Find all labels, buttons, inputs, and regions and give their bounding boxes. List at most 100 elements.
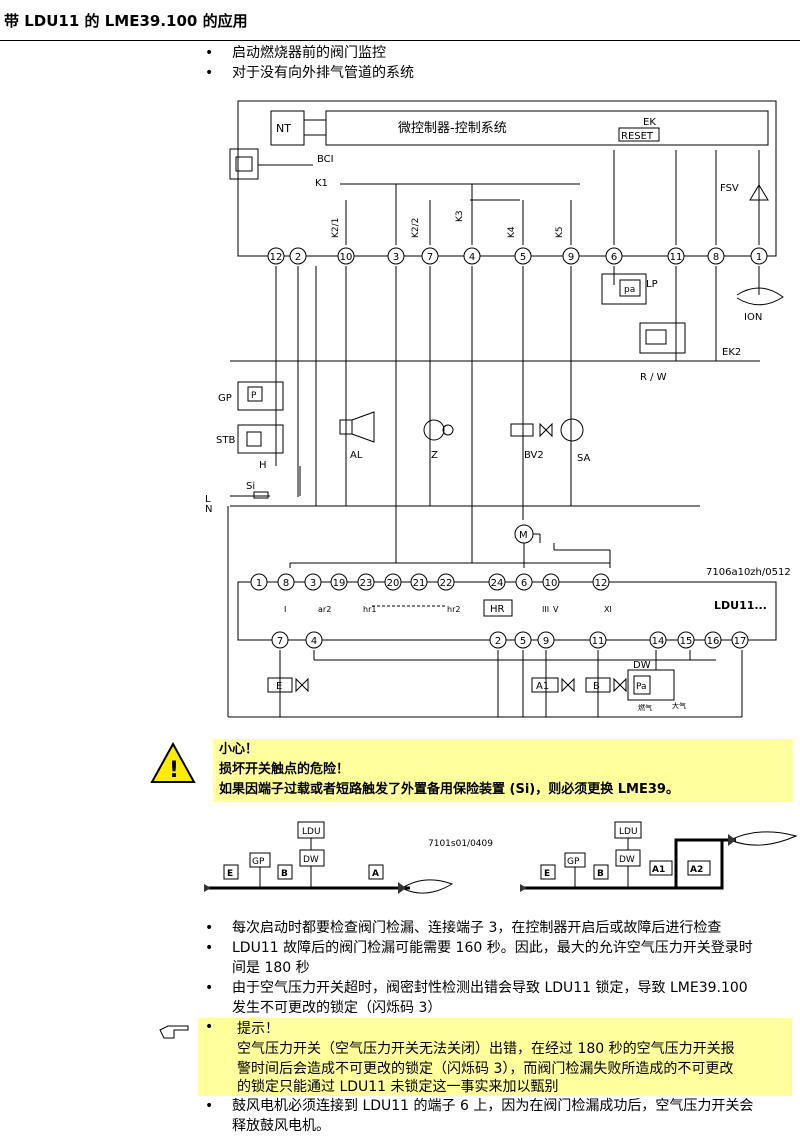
gp-box — [237, 381, 284, 411]
hr-label: HR — [490, 604, 505, 615]
ek2-label: EK2 — [722, 347, 741, 358]
terminal-label: 20 — [387, 578, 400, 589]
terminal-label: 12 — [595, 578, 608, 589]
terminal-label: 5 — [520, 252, 526, 263]
k4-label: K4 — [507, 226, 517, 238]
dw-label-1: DW — [303, 855, 319, 865]
gp-label: GP — [218, 393, 232, 404]
terminal-label: 9 — [543, 636, 549, 647]
page-title: 带 LDU11 的 LME39.100 的应用 — [4, 12, 248, 30]
terminal-circle — [250, 573, 268, 591]
ek-label: EK — [643, 117, 656, 128]
k1-label: K1 — [315, 178, 328, 189]
hr2-label: hr2 — [447, 605, 460, 614]
air-label: 大气 — [672, 701, 686, 710]
nt-label: NT — [276, 122, 291, 135]
z-label: Z — [431, 450, 438, 461]
sa-label: SA — [577, 453, 591, 464]
reset-label: RESET — [621, 131, 654, 142]
terminal-circle — [707, 247, 725, 265]
h-label: H — [259, 460, 267, 471]
terminal-label: 14 — [652, 636, 665, 647]
warning-subtitle: 损坏开关触点的危险！ — [219, 762, 350, 777]
pa2-label: Pa — [636, 682, 647, 692]
valve-e-box — [267, 677, 293, 693]
bv2-symbol — [510, 423, 534, 437]
diagram2-code: 7101s01/0409 — [428, 839, 493, 849]
terminal-label: 3 — [310, 578, 316, 589]
terminal-label: 1 — [256, 578, 262, 589]
terminal-circle — [562, 247, 580, 265]
tip-title: 提示！ — [237, 1021, 279, 1037]
terminal-circle — [410, 573, 428, 591]
k5-label: K5 — [555, 226, 565, 238]
valve-e-1 — [223, 864, 239, 880]
rw-label: R / W — [640, 372, 667, 383]
list-item: 每次启动时都要检查阀门检漏、连接端子 3，在控制器开启后或故障后进行检查 — [205, 918, 753, 938]
fuse — [253, 491, 269, 499]
ignition-symbol — [423, 419, 445, 441]
b-label-2: B — [597, 869, 604, 879]
terminal-label: 7 — [427, 252, 433, 263]
terminal-circle — [463, 247, 481, 265]
roman-v: V — [553, 605, 559, 614]
al-label: AL — [350, 450, 363, 461]
fuel-label: 燃气 — [638, 703, 652, 712]
rw-box — [639, 322, 686, 354]
valve-a1-box — [531, 677, 559, 693]
terminal-label: 19 — [333, 578, 346, 589]
micro-label: 微控制器-控制系统 — [398, 121, 507, 136]
list-item: LDU11 故障后的阀门检漏可能需要 160 秒。因此，最大的允许空气压力开关登… — [205, 938, 753, 958]
dw-box-1 — [299, 849, 325, 867]
roman-iii: III — [542, 605, 549, 614]
terminal-label: 4 — [311, 636, 317, 647]
valve-b-label: B — [593, 681, 600, 692]
hr-box — [483, 599, 513, 617]
terminal-circle — [667, 247, 685, 265]
terminal-label: 6 — [521, 578, 527, 589]
terminal-label: 3 — [393, 252, 399, 263]
intro-list: 启动燃烧器前的阀门监控 对于没有向外排气管道的系统 — [205, 43, 414, 83]
ldu-label: LDU11... — [714, 599, 767, 612]
terminal-label: 17 — [734, 636, 747, 647]
terminal-label: 1 — [756, 252, 762, 263]
b-label-1: B — [281, 869, 288, 879]
gp-label-1: GP — [252, 857, 265, 867]
warning-text: 如果因端子过载或者短路触发了外置备用保险装置 (Si)，则必须更换 LME39。 — [219, 782, 679, 797]
terminal-circle — [542, 573, 560, 591]
k3-label: K3 — [455, 210, 465, 222]
k2-2-label: K2/2 — [411, 218, 421, 238]
terminal-circle — [305, 631, 323, 649]
nt-box — [270, 110, 305, 146]
terminal-label: 2 — [295, 252, 301, 263]
ar2-label: ar2 — [318, 605, 331, 614]
bypass-loop — [674, 838, 724, 890]
tip-bullet: • — [205, 1019, 214, 1035]
list-item-cont: 释放鼓风电机。 — [232, 1118, 330, 1134]
list-item: 由于空气压力开关超时，阀密封性检测出错会导致 LDU11 锁定，导致 LME39… — [205, 978, 753, 998]
terminal-circle — [589, 631, 607, 649]
hr1-label: hr1 — [363, 605, 376, 614]
valve-a1-label: A1 — [536, 681, 549, 692]
terminal-label: 7 — [277, 636, 283, 647]
list-item: 对于没有向外排气管道的系统 — [205, 63, 414, 83]
stb-box — [237, 424, 284, 454]
ldu-label-2: LDU — [619, 827, 638, 837]
terminal-label: 9 — [568, 252, 574, 263]
valve-b-2 — [593, 864, 609, 880]
tip-line: 警时间后会造成不可更改的锁定（闪烁码 3），而阀门检漏失败所造成的不可更改 — [237, 1061, 734, 1077]
terminal-label: 11 — [592, 636, 605, 647]
terminal-circle — [357, 573, 375, 591]
fsv-label: FSV — [720, 183, 739, 194]
tip-box — [198, 1018, 792, 1096]
p-label: P — [251, 391, 257, 401]
terminal-circle — [421, 247, 439, 265]
terminal-label: 4 — [469, 252, 475, 263]
terminal-circle — [605, 247, 623, 265]
a2-label-2: A2 — [690, 865, 703, 875]
diagram-code: 7106a10zh/0512 — [706, 567, 791, 578]
ldu-box — [237, 581, 777, 641]
terminal-circle — [515, 573, 533, 591]
